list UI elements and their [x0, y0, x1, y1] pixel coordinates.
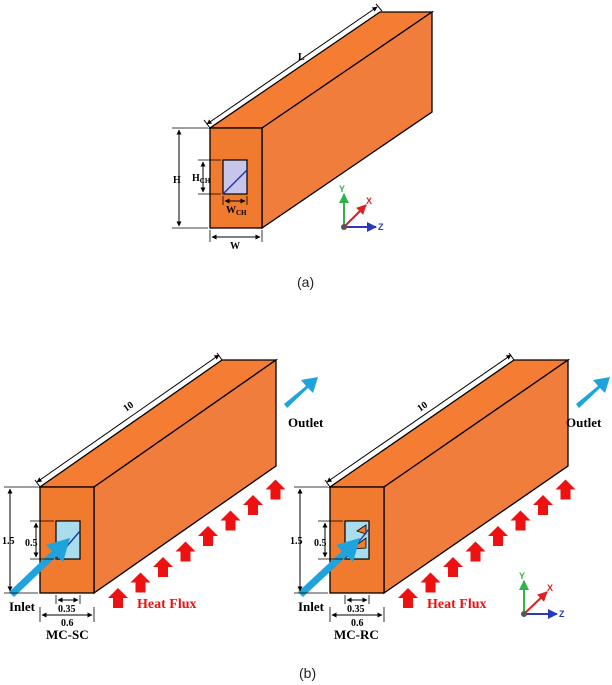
heat-arrow	[510, 510, 531, 531]
dim-wch-label: WCH	[226, 205, 247, 217]
dim-channel-h-label-b1: 0.5	[25, 538, 38, 549]
heat-arrow	[130, 572, 151, 593]
panel-a: L H HCH WCH W Y X Z (a)	[172, 3, 435, 290]
axis-z-label-a: Z	[378, 222, 384, 232]
dim-height-label-b1: 1.5	[2, 536, 15, 547]
outlet-arrow-b2	[576, 377, 610, 408]
dim-h-label: H	[173, 175, 181, 186]
heat-arrow	[220, 510, 241, 531]
heat-flux-label-b2: Heat Flux	[427, 597, 487, 612]
axes-triad-b: Y X Z	[519, 571, 565, 619]
heat-arrow	[108, 588, 128, 608]
inlet-label-b1: Inlet	[9, 599, 36, 614]
dim-length-line-b1	[36, 354, 220, 483]
caption-a: (a)	[297, 274, 314, 290]
axis-y-label-a: Y	[339, 184, 345, 194]
outlet-label-b2: Outlet	[566, 415, 602, 430]
axis-z-label-b: Z	[559, 609, 565, 619]
heat-arrow	[555, 479, 576, 500]
heat-arrow	[443, 557, 463, 577]
heat-arrow	[488, 526, 508, 546]
channel-a-diagonal	[222, 169, 248, 195]
dim-hch-label: HCH	[192, 173, 211, 185]
inlet-label-b2: Inlet	[298, 599, 325, 614]
dim-channel-w-label-b2: 0.35	[347, 604, 365, 615]
axis-x-label-b: X	[547, 583, 553, 593]
model-name-b2: MC-RC	[334, 627, 379, 642]
inlet-arrow-b2	[298, 538, 360, 597]
panel-b-right: Inlet Outlet 10 1.5 0.5 0.35 0.6 MC-RC H…	[290, 352, 610, 642]
panel-b-left: Inlet Outlet 10 1.5 0.5 0.35 0.6 MC-SC H…	[2, 352, 324, 642]
dim-channel-w-label-b1: 0.35	[58, 604, 76, 615]
dim-width-label-b2: 0.6	[351, 618, 364, 629]
rib-b2-1	[356, 524, 367, 535]
heat-arrow	[198, 526, 218, 546]
heat-arrow	[465, 541, 486, 562]
heat-arrow	[175, 541, 196, 562]
dim-length-label-b1: 10	[121, 400, 136, 415]
heat-arrow	[398, 588, 418, 608]
heat-arrow	[420, 572, 441, 593]
dim-height-label-b2: 1.5	[290, 536, 303, 547]
dim-w-label: W	[230, 241, 240, 252]
heat-arrow	[533, 495, 553, 515]
dim-l-line	[206, 6, 378, 125]
caption-b: (b)	[299, 665, 316, 681]
axis-y-label-b: Y	[519, 571, 525, 581]
dim-length-line-b2	[326, 354, 512, 483]
heat-arrow	[153, 557, 173, 577]
heat-arrow	[265, 479, 286, 500]
channel-a	[222, 159, 248, 195]
inlet-arrow-b1	[9, 538, 70, 597]
heat-arrow	[243, 495, 263, 515]
dim-width-label-b1: 0.6	[61, 618, 74, 629]
model-name-b1: MC-SC	[46, 627, 89, 642]
heat-arrows-b1	[108, 479, 286, 608]
axes-triad-a: Y X Z	[339, 184, 384, 232]
dim-l-label: L	[298, 52, 305, 63]
axis-x-label-a: X	[366, 196, 372, 206]
outlet-arrow-b1	[284, 377, 318, 408]
heat-flux-label-b1: Heat Flux	[137, 597, 197, 612]
outlet-label-b1: Outlet	[288, 415, 324, 430]
heat-arrows-b2	[398, 479, 576, 608]
dim-channel-h-label-b2: 0.5	[314, 538, 327, 549]
